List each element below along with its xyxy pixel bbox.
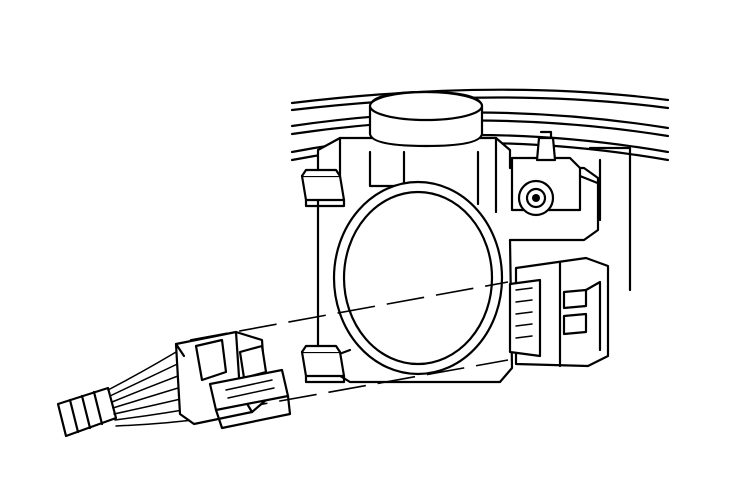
mounting-lug-lower	[300, 344, 346, 384]
housing-connector-socket	[508, 256, 610, 368]
wiring-harness	[56, 345, 211, 438]
mounting-lug-upper	[300, 168, 346, 208]
top-cap	[368, 90, 484, 148]
throttle-position-sensor	[510, 130, 602, 217]
throttle-bore	[332, 180, 504, 376]
alignment-guides	[189, 281, 509, 411]
harness-connector-plug	[174, 330, 292, 430]
